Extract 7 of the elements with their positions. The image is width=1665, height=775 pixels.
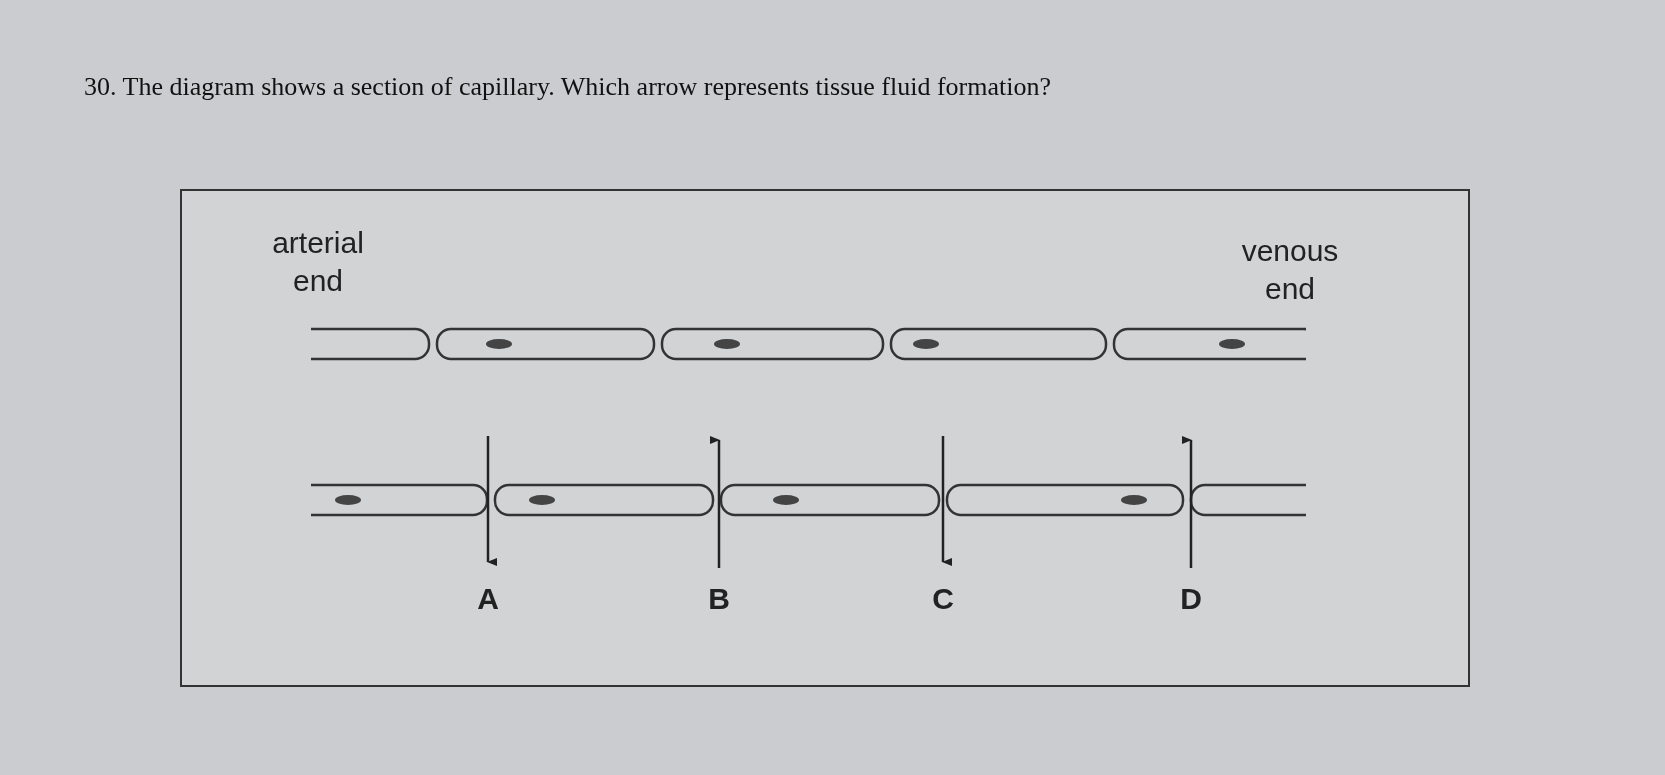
arrow-letter: C bbox=[931, 581, 955, 617]
end-label: venous end bbox=[1240, 233, 1340, 307]
arrow-letter: B bbox=[707, 581, 731, 617]
question-text: 30. The diagram shows a section of capillary. Which arrow represents tissue fluid formation? bbox=[84, 72, 1051, 102]
arrow-letter: A bbox=[476, 581, 500, 617]
arrow-letter: D bbox=[1179, 581, 1203, 617]
end-label: arterial end bbox=[271, 225, 365, 299]
